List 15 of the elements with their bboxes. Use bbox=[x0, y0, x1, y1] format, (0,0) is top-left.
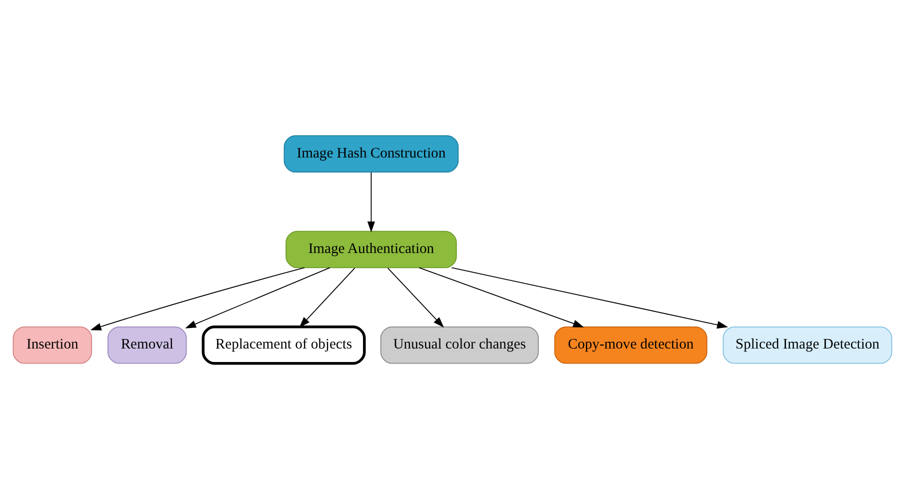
node-box: Unusual color changes bbox=[380, 326, 539, 364]
node-box: Copy-move detection bbox=[554, 326, 708, 364]
arrow bbox=[418, 266, 584, 327]
arrow bbox=[90, 266, 305, 330]
node-box: Replacement of objects bbox=[202, 325, 366, 364]
node-box: Removal bbox=[108, 326, 187, 364]
node-box: Image Hash Construction bbox=[284, 134, 459, 172]
arrow bbox=[451, 266, 728, 328]
arrow bbox=[367, 171, 376, 232]
node-box: Insertion bbox=[12, 326, 92, 364]
node-box: Image Authentication bbox=[286, 230, 457, 268]
node-box: Spliced Image Detection bbox=[722, 326, 892, 364]
arrow bbox=[299, 267, 356, 328]
arrow bbox=[185, 266, 330, 328]
arrow bbox=[387, 267, 444, 328]
